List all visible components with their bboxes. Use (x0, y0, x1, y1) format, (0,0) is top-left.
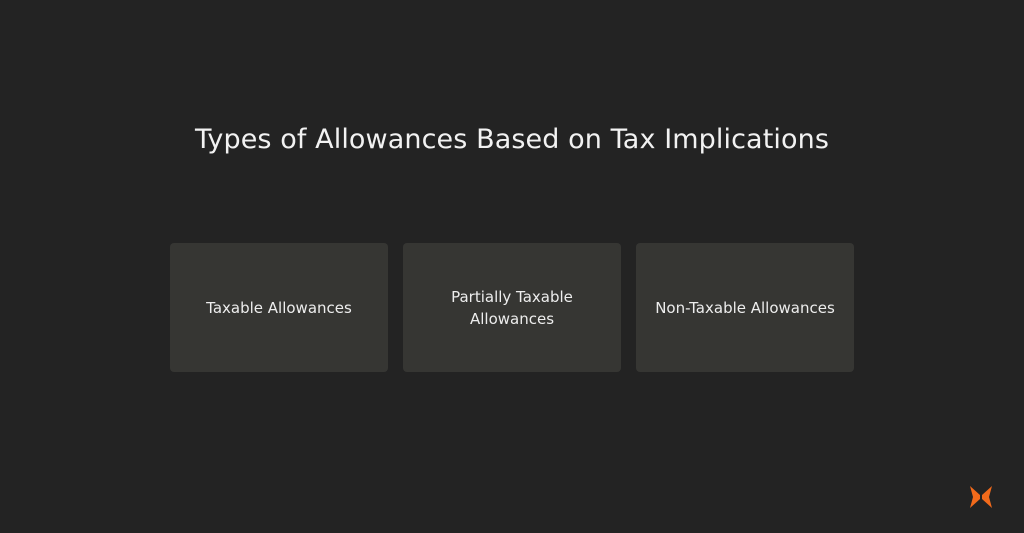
butterfly-logo-icon (970, 486, 992, 508)
page-title: Types of Allowances Based on Tax Implica… (194, 124, 829, 155)
card-non-taxable-allowances: Non-Taxable Allowances (636, 243, 854, 372)
card-taxable-allowances: Taxable Allowances (170, 243, 388, 372)
card-label: Taxable Allowances (206, 298, 352, 317)
card-label: Partially Taxable Allowances (451, 287, 573, 328)
card-partially-taxable-allowances: Partially Taxable Allowances (403, 243, 621, 372)
card-label: Non-Taxable Allowances (655, 298, 835, 317)
